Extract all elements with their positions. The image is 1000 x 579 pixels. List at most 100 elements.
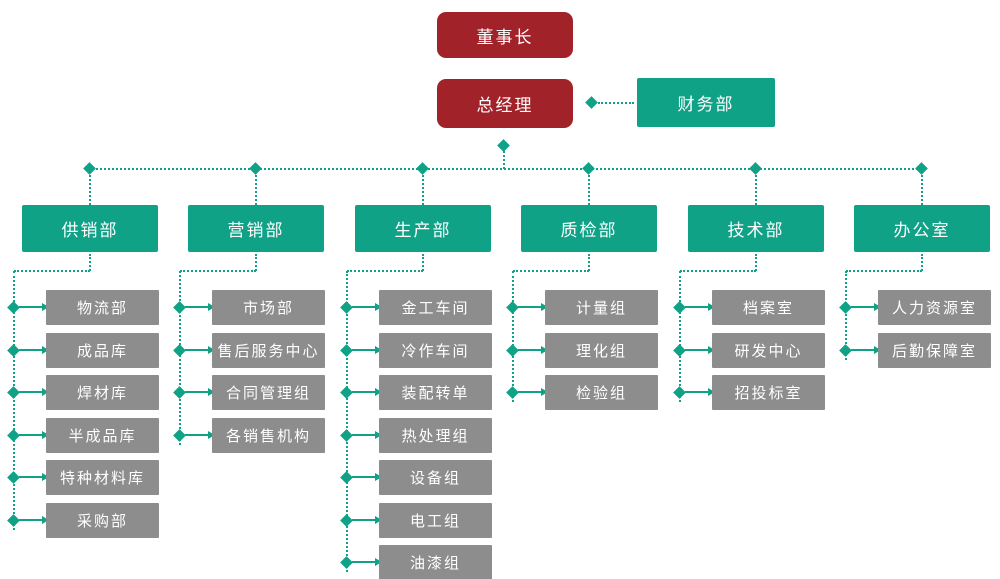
- connector-child-rail: [512, 271, 514, 402]
- node-label: 装配转单: [401, 385, 470, 402]
- arrow-line: [352, 306, 375, 308]
- arrow-icon: [208, 431, 215, 439]
- arrow-icon: [42, 346, 49, 354]
- arrow-icon: [208, 388, 215, 396]
- node-label: 后勤保障室: [891, 343, 977, 360]
- connector-child-rail: [679, 271, 681, 402]
- connector-dept-stub: [755, 254, 757, 271]
- junction-diamond: [340, 386, 353, 399]
- dept-node: 质检部: [521, 205, 657, 252]
- sub-dept-node: 档案室: [712, 290, 825, 325]
- arrow-icon: [42, 388, 49, 396]
- node-label: 检验组: [575, 385, 627, 402]
- sub-dept-node: 检验组: [545, 375, 658, 410]
- arrow-line: [19, 306, 42, 308]
- junction-diamond: [7, 344, 20, 357]
- arrow-icon: [375, 516, 382, 524]
- dept-node: 供销部: [22, 205, 158, 252]
- sub-dept-node: 研发中心: [712, 333, 825, 368]
- connector-child-rail: [346, 271, 348, 572]
- connector-dept-stub: [255, 254, 257, 271]
- arrow-line: [19, 519, 42, 521]
- junction-diamond: [173, 386, 186, 399]
- junction-diamond: [839, 344, 852, 357]
- arrow-icon: [874, 303, 881, 311]
- arrow-icon: [208, 346, 215, 354]
- node-label: 半成品库: [68, 428, 137, 445]
- arrow-icon: [208, 303, 215, 311]
- node-label: 理化组: [575, 343, 627, 360]
- arrow-line: [19, 434, 42, 436]
- connector-child-rail: [179, 271, 181, 445]
- arrow-icon: [541, 303, 548, 311]
- node-label: 质检部: [560, 221, 618, 240]
- arrow-line: [685, 349, 708, 351]
- arrow-icon: [708, 388, 715, 396]
- node-label: 董事长: [476, 27, 534, 47]
- sub-dept-node: 后勤保障室: [878, 333, 991, 368]
- arrow-icon: [874, 346, 881, 354]
- sub-dept-node: 采购部: [46, 503, 159, 538]
- sub-dept-node: 人力资源室: [878, 290, 991, 325]
- connector-dept-stub: [89, 254, 91, 271]
- junction-diamond: [7, 429, 20, 442]
- arrow-icon: [708, 346, 715, 354]
- connector-elbow: [846, 270, 922, 272]
- node-label: 冷作车间: [401, 343, 470, 360]
- connector-main-rail: [89, 168, 922, 170]
- junction-diamond: [506, 386, 519, 399]
- node-general-manager: 总经理: [437, 79, 573, 128]
- sub-dept-node: 热处理组: [379, 418, 492, 453]
- arrow-line: [352, 391, 375, 393]
- sub-dept-node: 市场部: [212, 290, 325, 325]
- arrow-icon: [42, 431, 49, 439]
- arrow-line: [185, 434, 208, 436]
- arrow-line: [185, 306, 208, 308]
- node-finance: 财务部: [637, 78, 775, 127]
- node-label: 成品库: [76, 343, 128, 360]
- node-label: 供销部: [61, 221, 119, 240]
- node-label: 售后服务中心: [217, 343, 320, 360]
- arrow-line: [19, 476, 42, 478]
- sub-dept-node: 物流部: [46, 290, 159, 325]
- node-label: 总经理: [476, 96, 534, 115]
- arrow-line: [352, 561, 375, 563]
- dept-node: 营销部: [188, 205, 324, 252]
- arrow-line: [518, 391, 541, 393]
- sub-dept-node: 理化组: [545, 333, 658, 368]
- node-label: 电工组: [409, 513, 461, 530]
- arrow-icon: [541, 388, 548, 396]
- sub-dept-node: 特种材料库: [46, 460, 159, 495]
- junction-diamond: [340, 344, 353, 357]
- junction-diamond: [340, 429, 353, 442]
- dept-node: 办公室: [854, 205, 990, 252]
- node-label: 油漆组: [409, 555, 461, 572]
- sub-dept-node: 半成品库: [46, 418, 159, 453]
- dept-node: 生产部: [355, 205, 491, 252]
- junction-diamond: [7, 386, 20, 399]
- arrow-line: [19, 391, 42, 393]
- arrow-icon: [375, 473, 382, 481]
- junction-diamond: [585, 96, 598, 109]
- node-label: 设备组: [409, 470, 461, 487]
- arrow-line: [518, 349, 541, 351]
- dept-node: 技术部: [688, 205, 824, 252]
- arrow-icon: [375, 303, 382, 311]
- sub-dept-node: 合同管理组: [212, 375, 325, 410]
- arrow-icon: [42, 303, 49, 311]
- junction-diamond: [340, 471, 353, 484]
- node-label: 财务部: [677, 95, 735, 114]
- node-label: 人力资源室: [891, 300, 977, 317]
- node-chairman: 董事长: [437, 12, 573, 58]
- node-label: 技术部: [727, 221, 785, 240]
- junction-diamond: [497, 139, 510, 152]
- arrow-line: [685, 391, 708, 393]
- arrow-line: [352, 434, 375, 436]
- arrow-line: [352, 349, 375, 351]
- connector-rail-to-dept: [755, 171, 757, 205]
- arrow-line: [19, 349, 42, 351]
- junction-diamond: [173, 344, 186, 357]
- node-label: 计量组: [575, 300, 627, 317]
- arrow-line: [352, 476, 375, 478]
